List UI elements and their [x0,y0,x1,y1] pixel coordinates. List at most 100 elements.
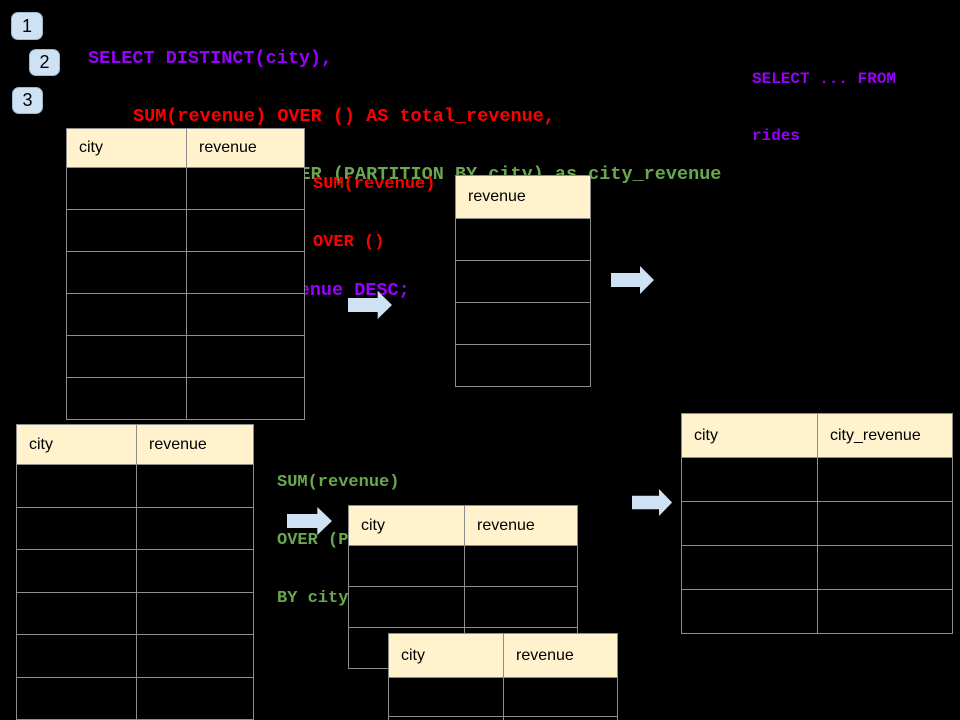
column-header-city-revenue: city_revenue [817,413,953,458]
table-row [348,545,578,587]
table-row [66,209,305,252]
empty-cell [66,293,187,336]
step-badge-1: 1 [11,12,43,40]
empty-cell [16,591,137,635]
table-row [16,464,254,508]
annotation-line: SUM(revenue) [313,175,436,194]
empty-cell [186,251,305,294]
empty-cell [16,506,137,550]
empty-cell [388,716,504,720]
table-header-row: revenue [455,175,591,219]
step-badge-3: 3 [12,87,43,114]
empty-cell [136,549,254,593]
empty-cell [136,676,254,720]
empty-cell [186,377,305,420]
table-row [66,335,305,378]
table-header-row: city revenue [348,505,578,546]
table-row [681,501,953,546]
table-row [66,293,305,336]
table-row [66,251,305,294]
side-note-line: rides [752,127,801,145]
empty-cell [388,677,504,717]
arrow-right-icon [611,266,654,294]
table-row [66,167,305,210]
column-header-revenue: revenue [136,424,254,465]
empty-cell [186,293,305,336]
table-header-row: city revenue [16,424,254,465]
column-header-revenue: revenue [464,505,578,546]
table-header-row: city city_revenue [681,413,953,458]
table-row [16,634,254,678]
table-row [16,549,254,593]
empty-cell [503,677,618,717]
table-row [681,589,953,634]
column-header-revenue: revenue [455,175,591,219]
table-row [455,218,591,261]
column-header-city: city [348,505,465,546]
empty-cell [136,464,254,508]
table-row [388,716,618,720]
empty-cell [817,457,953,502]
empty-cell [681,501,818,546]
empty-cell [681,545,818,590]
column-header-revenue: revenue [186,128,305,168]
table-header-row: city revenue [66,128,305,168]
table-row [681,545,953,590]
empty-cell [455,344,591,387]
empty-cell [464,586,578,628]
empty-cell [186,209,305,252]
empty-cell [66,251,187,294]
table-row [455,344,591,387]
empty-cell [348,545,465,587]
arrow-right-icon [287,507,332,535]
column-header-city: city [681,413,818,458]
annotation-line: SUM(revenue) [277,473,400,492]
empty-cell [16,676,137,720]
empty-cell [817,501,953,546]
total-revenue-table: revenue [455,175,591,387]
empty-cell [136,634,254,678]
table-row [16,591,254,635]
column-header-city: city [66,128,187,168]
side-note-line: SELECT ... FROM [752,70,897,88]
empty-cell [681,589,818,634]
empty-cell [503,716,618,720]
table-row [16,676,254,720]
empty-cell [455,302,591,345]
empty-cell [186,335,305,378]
table-row [348,586,578,628]
sql-line-total-revenue: SUM(revenue) OVER () AS total_revenue, [133,106,555,127]
empty-cell [464,545,578,587]
column-header-city: city [16,424,137,465]
empty-cell [66,209,187,252]
empty-cell [16,634,137,678]
arrow-right-icon [348,291,392,319]
empty-cell [817,589,953,634]
annotation-line: BY city) [277,589,359,608]
source-table-top: city revenue [66,128,305,420]
empty-cell [66,167,187,210]
empty-cell [455,260,591,303]
side-note: SELECT ... FROM rides [752,33,896,183]
arrow-right-icon [632,488,673,517]
empty-cell [136,591,254,635]
table-row [455,302,591,345]
partition-table-2: city revenue [388,633,618,720]
empty-cell [817,545,953,590]
column-header-revenue: revenue [503,633,618,678]
sql-line-select: SELECT DISTINCT(city), [88,48,333,69]
empty-cell [66,377,187,420]
annotation-total-revenue: SUM(revenue) OVER () [313,138,435,290]
table-row [388,677,618,717]
empty-cell [186,167,305,210]
annotation-line: OVER () [313,233,385,252]
table-row [16,506,254,550]
column-header-city: city [388,633,504,678]
empty-cell [681,457,818,502]
table-row [681,457,953,502]
empty-cell [16,549,137,593]
source-table-bottom: city revenue [16,424,254,720]
empty-cell [16,464,137,508]
step-badge-2: 2 [29,49,60,76]
